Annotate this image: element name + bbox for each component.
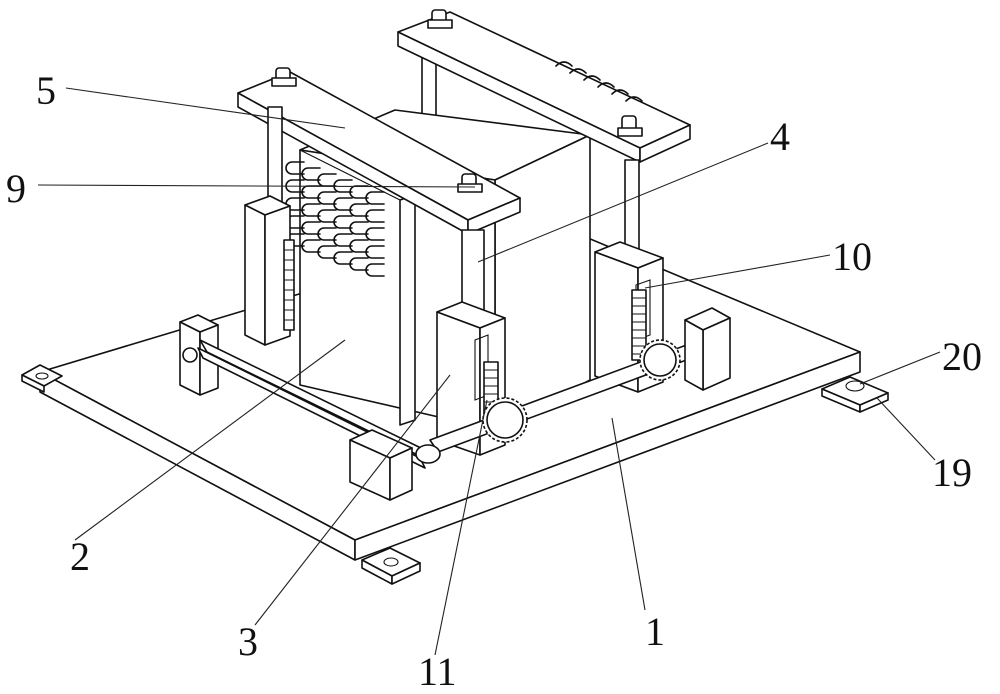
mounting-lug-front [361, 547, 421, 585]
leader-lines [37, 87, 941, 656]
mounting-lug-left [21, 364, 63, 393]
rack-right [631, 289, 647, 361]
label-20: 20 [942, 334, 982, 379]
rack-left [283, 239, 295, 331]
rear-roller-rows [555, 61, 643, 102]
label-5: 5 [36, 68, 56, 113]
roller [365, 191, 385, 205]
label-4: 4 [770, 114, 790, 159]
roller-grid [285, 161, 385, 277]
roller [317, 209, 337, 223]
roller [317, 191, 337, 205]
label-9: 9 [6, 166, 26, 211]
roller [317, 227, 337, 241]
roller [365, 263, 385, 277]
rear-top-bar [397, 9, 691, 163]
rear-post-right [624, 159, 640, 251]
front-post-right [461, 229, 485, 311]
motor [349, 429, 441, 501]
roller [365, 209, 385, 223]
roller [301, 167, 321, 181]
roller [333, 251, 353, 265]
label-19: 19 [932, 450, 972, 495]
label-10: 10 [832, 234, 872, 279]
roller [317, 245, 337, 259]
label-3: 3 [238, 619, 258, 664]
roller [301, 203, 321, 217]
roller [301, 221, 321, 235]
roller [333, 197, 353, 211]
roller [349, 257, 369, 271]
roller [285, 161, 305, 175]
label-11: 11 [418, 649, 457, 694]
bearing-block-right [684, 307, 731, 391]
roller [349, 203, 369, 217]
roller [365, 227, 385, 241]
roller [349, 239, 369, 253]
roller [365, 245, 385, 259]
roller [333, 233, 353, 247]
label-2: 2 [70, 534, 90, 579]
roller [349, 221, 369, 235]
mounting-lug-right [821, 376, 889, 413]
gear-right [639, 339, 681, 381]
roller [333, 215, 353, 229]
label-1: 1 [645, 609, 665, 654]
roller [301, 239, 321, 253]
gear-front [482, 397, 528, 443]
